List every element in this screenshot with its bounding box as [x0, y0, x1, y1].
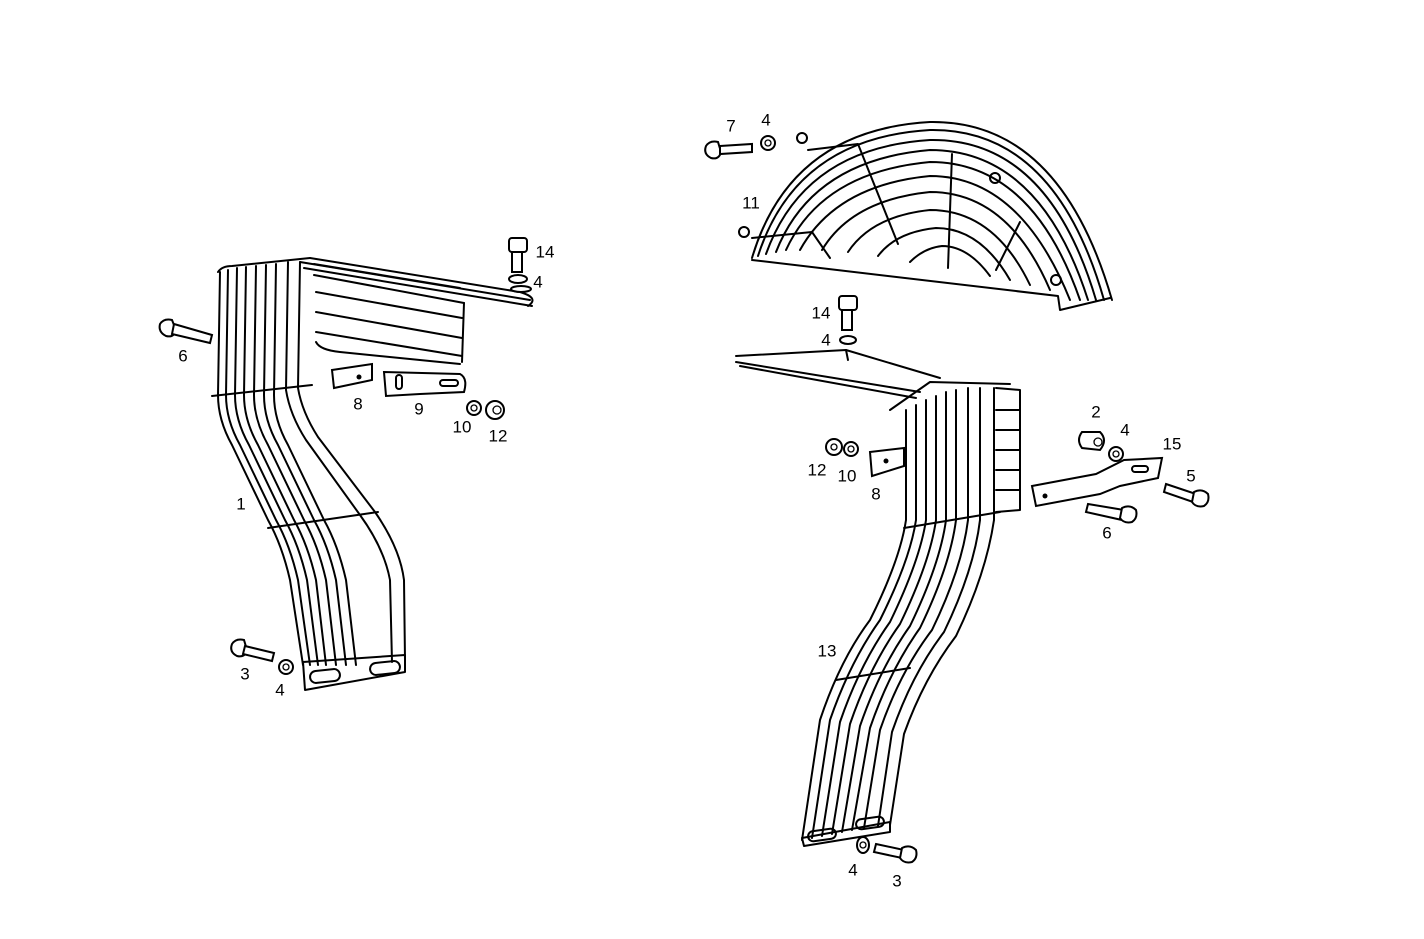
left-plate-9 [382, 370, 467, 398]
callout-3: 3 [892, 871, 902, 891]
callout-1: 1 [236, 494, 246, 514]
right-bolt-7 [704, 140, 753, 160]
callout-4: 4 [761, 110, 771, 130]
callout-7: 7 [726, 116, 736, 136]
callout-14: 14 [535, 242, 555, 262]
callout-5: 5 [1186, 466, 1196, 486]
right-washer-4-top [760, 135, 776, 151]
wire-mudguard [738, 120, 1113, 311]
right-bolt-6 [1084, 502, 1138, 524]
left-wire-bracket [211, 257, 534, 691]
callout-9: 9 [414, 399, 424, 419]
callout-8: 8 [871, 484, 881, 504]
callout-10: 10 [452, 417, 472, 437]
right-washer-10 [843, 441, 859, 457]
left-nut-12 [485, 400, 505, 420]
right-washer-4-bottom [856, 836, 870, 854]
callout-14: 14 [811, 303, 831, 323]
callout-13: 13 [817, 641, 837, 661]
left-bolt-14 [508, 237, 532, 293]
callout-12: 12 [488, 426, 508, 446]
callout-4: 4 [275, 680, 285, 700]
left-washer-10 [466, 400, 482, 416]
right-bolt-3 [872, 842, 918, 864]
left-washer-4 [278, 659, 294, 675]
callout-15: 15 [1162, 434, 1182, 454]
callout-12: 12 [807, 460, 827, 480]
left-bolt-3 [230, 638, 276, 663]
callout-10: 10 [837, 466, 857, 486]
left-bolt-6 [158, 318, 214, 345]
right-bolt-5 [1162, 482, 1210, 508]
right-bolt-14 [838, 295, 858, 345]
right-wire-bracket [735, 349, 1021, 847]
callout-4: 4 [1120, 420, 1130, 440]
right-nut-12 [825, 438, 843, 456]
callout-4: 4 [848, 860, 858, 880]
left-clip-8 [330, 362, 373, 390]
callout-2: 2 [1091, 402, 1101, 422]
callout-8: 8 [353, 394, 363, 414]
callout-6: 6 [178, 346, 188, 366]
callout-4: 4 [533, 272, 543, 292]
callout-11: 11 [742, 193, 760, 213]
right-strap-15 [1030, 456, 1164, 508]
right-clip-8 [868, 446, 905, 478]
right-spacer-2 [1078, 431, 1105, 452]
right-washer-4-mid [1108, 446, 1124, 462]
callout-6: 6 [1102, 523, 1112, 543]
callout-3: 3 [240, 664, 250, 684]
callout-4: 4 [821, 330, 831, 350]
